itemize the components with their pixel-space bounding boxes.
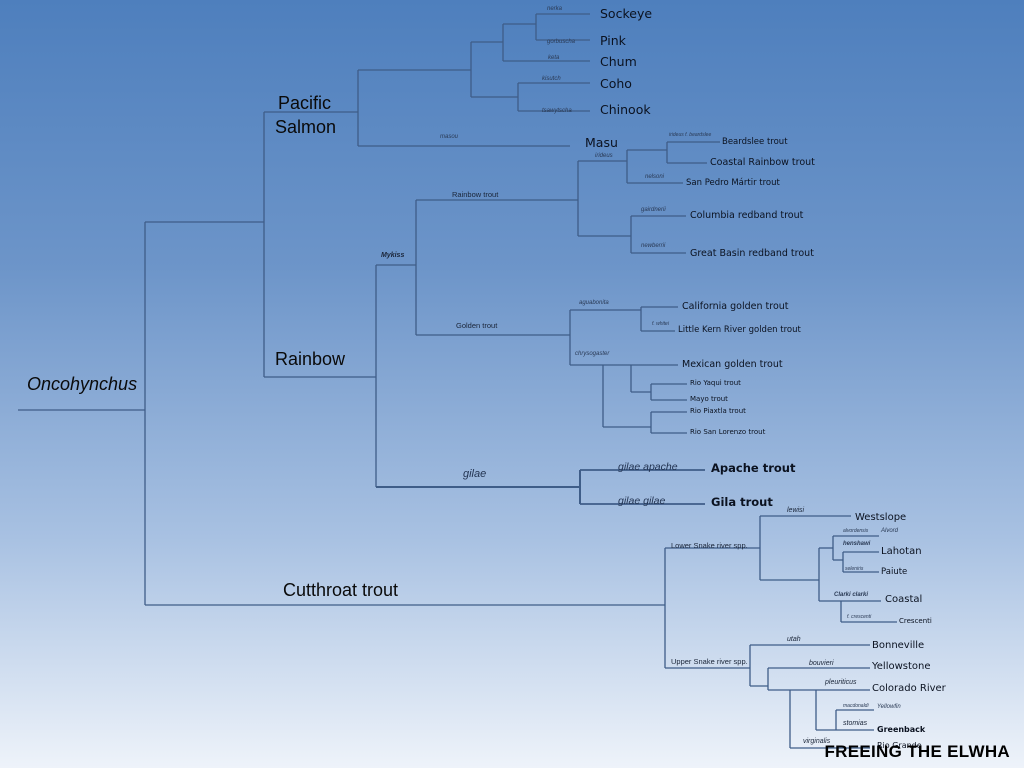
taxon-sub-label: f. whitei bbox=[652, 321, 669, 327]
species-label-yellowstone: Yellowstone bbox=[872, 661, 931, 672]
taxon-sub-label: macdonaldi bbox=[843, 703, 869, 709]
species-label-rio-san-lorenzo: Rio San Lorenzo trout bbox=[690, 428, 766, 436]
species-label-yellowfin: Yellowfin bbox=[877, 704, 901, 710]
clade-label-golden-trout: Golden trout bbox=[456, 321, 498, 330]
species-label-rio-grande: Rio Grande bbox=[877, 741, 922, 750]
taxon-sub-label: masou bbox=[440, 134, 459, 140]
species-label-coho: Coho bbox=[600, 76, 632, 91]
cutthroat-group-label: Cutthroat trout bbox=[283, 580, 399, 600]
species-label-apache: Apache trout bbox=[711, 461, 796, 475]
taxon-sub-label: gairdnerii bbox=[641, 207, 666, 213]
root-genus-label: Oncohynchus bbox=[27, 374, 138, 394]
species-label-california-golden: California golden trout bbox=[682, 301, 789, 312]
species-label-bonneville: Bonneville bbox=[872, 640, 925, 651]
species-label-rio-yaqui: Rio Yaqui trout bbox=[690, 379, 741, 387]
species-label-mexican-golden: Mexican golden trout bbox=[682, 359, 783, 370]
clade-label-lower-snake: Lower Snake river spp. bbox=[671, 541, 748, 550]
species-label-westslope: Westslope bbox=[855, 512, 907, 523]
rainbow-group-label: Rainbow bbox=[275, 349, 346, 369]
taxon-sub-label: gorbuscha bbox=[547, 39, 576, 45]
taxon-sub-label: pleuriticus bbox=[825, 679, 857, 686]
species-label-rio-piaxtla: Rio Piaxtla trout bbox=[690, 407, 746, 415]
taxon-sub-label: utah bbox=[787, 636, 801, 643]
taxon-sub-label: lewisi bbox=[787, 507, 805, 514]
species-label-coastal: Coastal bbox=[885, 594, 923, 605]
species-label-sockeye: Sockeye bbox=[600, 6, 653, 21]
taxon-sub-label: nelsoni bbox=[645, 174, 665, 180]
species-label-little-kern: Little Kern River golden trout bbox=[678, 325, 801, 335]
species-label-chinook: Chinook bbox=[600, 102, 651, 117]
species-label-alvord: Alvord bbox=[881, 528, 899, 534]
species-label-mayo: Mayo trout bbox=[690, 395, 728, 403]
taxon-sub-label: f. crescenti bbox=[847, 614, 872, 620]
taxon-sub-label: kisutch bbox=[542, 76, 561, 82]
taxon-sub-label: chrysogaster bbox=[575, 351, 610, 357]
pacific-salmon-label-line1: Pacific bbox=[278, 93, 332, 113]
species-label-pink: Pink bbox=[600, 33, 626, 48]
species-label-colorado-river: Colorado River bbox=[872, 683, 946, 694]
species-label-chum: Chum bbox=[600, 54, 637, 69]
species-label-san-pedro: San Pedro Mártir trout bbox=[686, 178, 780, 188]
species-label-coastal-rainbow: Coastal Rainbow trout bbox=[710, 157, 815, 168]
clade-label-upper-snake: Upper Snake river spp. bbox=[671, 657, 748, 666]
species-label-gila: Gila trout bbox=[711, 495, 773, 509]
species-label-great-basin: Great Basin redband trout bbox=[690, 248, 814, 259]
taxon-sub-label: bouvieri bbox=[809, 660, 834, 667]
species-label-masu: Masu bbox=[585, 135, 618, 150]
species-label-crescenti: Crescenti bbox=[899, 617, 932, 625]
taxon-sub-label: newberrii bbox=[641, 243, 666, 249]
taxon-sub-label: gilae apache bbox=[618, 461, 678, 473]
taxon-sub-label: virginalis bbox=[803, 738, 831, 745]
taxon-sub-label: henshawi bbox=[843, 541, 871, 547]
taxon-sub-label: gilae gilae bbox=[618, 495, 666, 507]
species-label-beardslee: Beardslee trout bbox=[722, 137, 788, 147]
clade-label-mykiss: Mykiss bbox=[381, 252, 405, 259]
species-label-greenback: Greenback bbox=[877, 725, 926, 734]
taxon-sub-label: seleniris bbox=[845, 566, 864, 572]
species-label-paiute: Paiute bbox=[881, 567, 908, 577]
taxon-sub-label: irideus bbox=[595, 153, 613, 159]
taxon-sub-label: Clarki clarki bbox=[834, 592, 869, 598]
clade-label-rainbow-trout: Rainbow trout bbox=[452, 190, 499, 199]
clade-label-gilae: gilae bbox=[463, 468, 487, 480]
taxon-sub-label: irideus f. beardslee bbox=[669, 132, 712, 138]
taxon-sub-label: stomias bbox=[843, 720, 868, 727]
taxon-sub-label: alvordensis bbox=[843, 528, 869, 534]
taxon-sub-label: keta bbox=[548, 55, 560, 61]
taxon-sub-label: tsawytscha bbox=[542, 108, 572, 114]
species-label-lahotan: Lahotan bbox=[881, 546, 922, 557]
taxon-sub-label: aguabonita bbox=[579, 300, 609, 306]
species-label-columbia: Columbia redband trout bbox=[690, 210, 804, 221]
footer-title: FREEING THE ELWHA bbox=[824, 742, 1010, 761]
taxon-sub-label: nerka bbox=[547, 6, 563, 12]
pacific-salmon-label-line2: Salmon bbox=[275, 117, 337, 137]
